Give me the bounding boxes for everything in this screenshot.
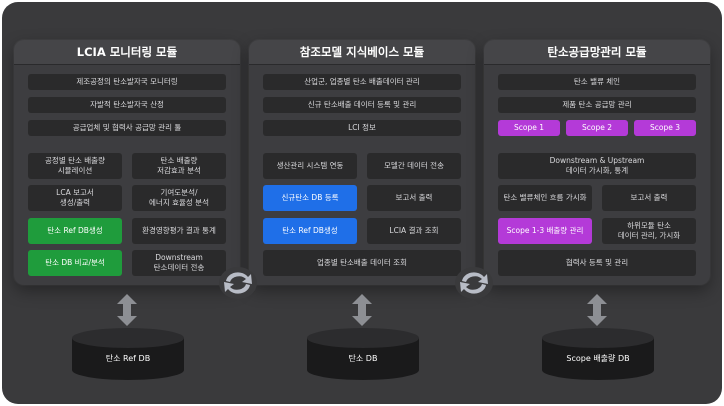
database-label: 탄소 DB xyxy=(348,354,378,363)
panel-title: 참조모델 지식베이스 모듈 xyxy=(249,40,475,65)
lcia-box-impact-stats: 환경영향평가 결과 통계 xyxy=(132,218,226,244)
sc-box-submodule-data: 하위모듈 탄소 데이터 관리, 가시화 xyxy=(602,218,696,244)
double-arrow-icon xyxy=(117,294,137,326)
lcia-box-contribution-analysis: 기여도분석/ 에너지 효율성 분석 xyxy=(132,185,226,211)
database-scope: Scope 배출량 DB xyxy=(542,328,654,380)
panel-title: 탄소공급망관리 모듈 xyxy=(484,40,710,65)
sc-row-1: 탄소 밸류 체인 xyxy=(498,74,696,90)
database-icon xyxy=(307,328,419,380)
database-icon xyxy=(72,328,184,380)
kb-box-model-transfer: 모델간 데이터 전송 xyxy=(367,153,461,179)
sc-row-2: 제품 탄소 공급망 관리 xyxy=(498,97,696,113)
kb-box-industry-query: 업종별 탄소배출 데이터 조회 xyxy=(263,250,461,276)
lcia-box-ref-db-create: 탄소 Ref DB생성 xyxy=(28,218,122,244)
sc-scope-2: Scope 2 xyxy=(566,120,628,136)
panel-knowledge-base: 참조모델 지식베이스 모듈 산업군, 업종별 탄소 배출데이터 관리 신규 탄소… xyxy=(249,40,475,285)
kb-row-1: 산업군, 업종별 탄소 배출데이터 관리 xyxy=(263,74,461,90)
sync-icon xyxy=(455,267,493,299)
kb-box-report-output: 보고서 출력 xyxy=(367,185,461,211)
double-arrow-icon xyxy=(587,294,607,326)
kb-box-ref-db-create: 탄소 Ref DB생성 xyxy=(263,218,357,244)
lcia-box-lca-report: LCA 보고서 생성/출력 xyxy=(28,185,122,211)
sc-box-valuechain-flow: 탄소 밸류체인 흐름 가시화 xyxy=(498,185,592,211)
kb-box-lcia-result: LCIA 결과 조회 xyxy=(367,218,461,244)
kb-row-3: LCI 정보 xyxy=(263,120,461,136)
panel-lcia-monitoring: LCIA 모니터링 모듈 제조공정의 탄소발자국 모니터링 자발적 탄소발자국 … xyxy=(14,40,240,285)
database-label: 탄소 Ref DB xyxy=(105,354,151,363)
sc-box-scope-emission: Scope 1-3 배출량 관리 xyxy=(498,218,592,244)
panel-supply-chain: 탄소공급망관리 모듈 탄소 밸류 체인 제품 탄소 공급망 관리 Scope 1… xyxy=(484,40,710,285)
double-arrow-icon xyxy=(352,294,372,326)
sync-icon xyxy=(219,267,257,299)
kb-box-production-link: 생산관리 시스템 연동 xyxy=(263,153,357,179)
lcia-row-1: 제조공정의 탄소발자국 모니터링 xyxy=(28,74,226,90)
kb-box-new-db-register: 신규탄소 DB 등록 xyxy=(263,185,357,211)
kb-row-2: 신규 탄소배출 데이터 등록 및 관리 xyxy=(263,97,461,113)
database-ref: 탄소 Ref DB xyxy=(72,328,184,380)
lcia-box-reduction-analysis: 탄소 배출량 저감효과 분석 xyxy=(132,153,226,179)
lcia-row-3: 공급업체 및 협력사 공급망 관리 툴 xyxy=(28,120,226,136)
sc-box-report-output: 보고서 출력 xyxy=(602,185,696,211)
lcia-box-emission-simulation: 공정별 탄소 배출량 시뮬레이션 xyxy=(28,153,122,179)
sc-scope-1: Scope 1 xyxy=(498,120,560,136)
sc-box-partner-manage: 협력사 등록 및 관리 xyxy=(498,250,696,276)
sc-box-stream-visualization: Downstream & Upstream 데이터 가시화, 통계 xyxy=(498,153,696,179)
lcia-row-2: 자발적 탄소발자국 산정 xyxy=(28,97,226,113)
database-label: Scope 배출량 DB xyxy=(566,354,630,363)
database-icon xyxy=(542,328,654,380)
sc-scope-3: Scope 3 xyxy=(634,120,696,136)
panel-title: LCIA 모니터링 모듈 xyxy=(14,40,240,65)
lcia-box-db-compare: 탄소 DB 비교/분석 xyxy=(28,250,122,276)
database-carbon: 탄소 DB xyxy=(307,328,419,380)
lcia-box-downstream-transfer: Downstream 탄소데이터 전송 xyxy=(132,250,226,276)
